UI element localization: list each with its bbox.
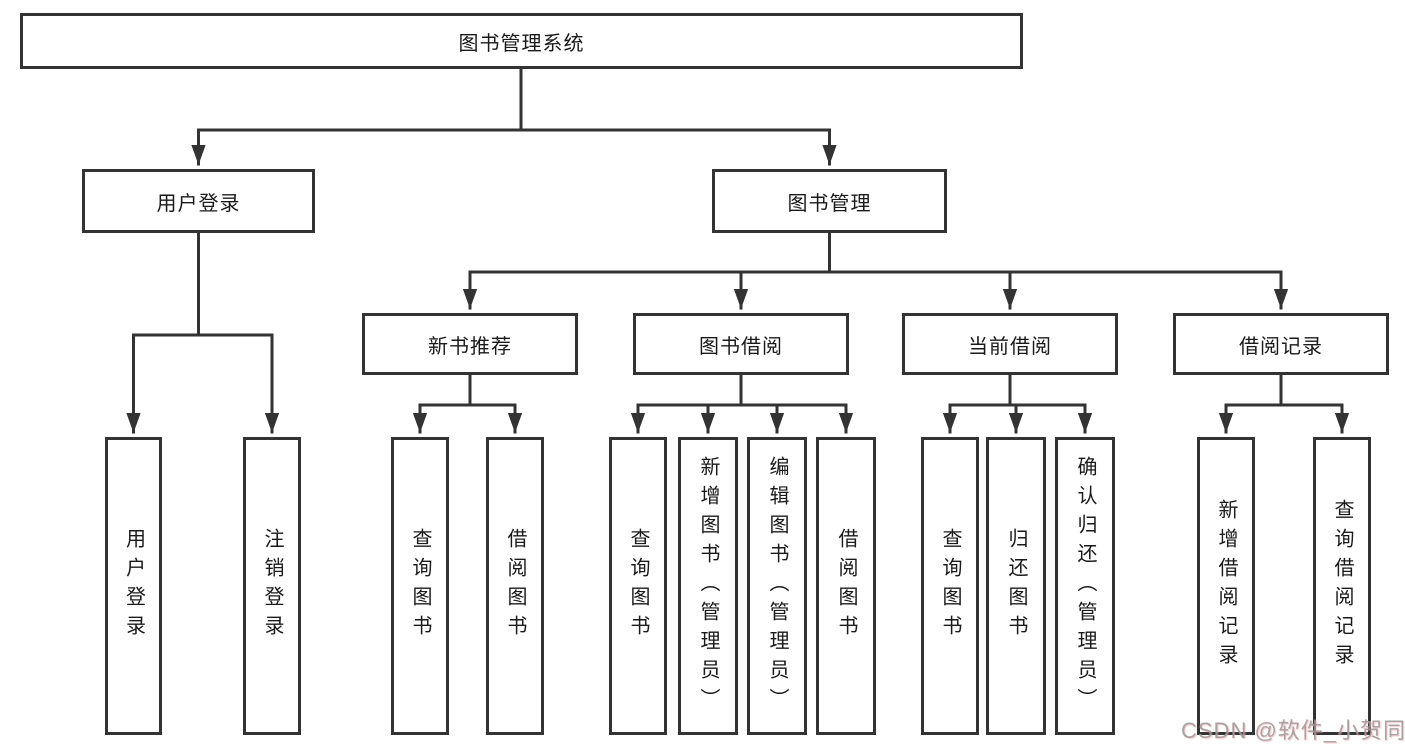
leaf-newrec-query-book-label: 查询图书 bbox=[409, 528, 431, 644]
node-new-book-recommend: 新书推荐 bbox=[362, 313, 578, 375]
leaf-edit-book-admin-label: 编辑图书（管理员） bbox=[766, 455, 788, 717]
leaf-add-book-admin: 新增图书（管理员） bbox=[678, 437, 738, 735]
leaf-current-query-book: 查询图书 bbox=[921, 437, 979, 735]
node-current-borrow: 当前借阅 bbox=[902, 313, 1118, 375]
leaf-query-borrow-record: 查询借阅记录 bbox=[1313, 437, 1371, 735]
node-book-borrow-label: 图书借阅 bbox=[699, 335, 783, 358]
leaf-logout-label: 注销登录 bbox=[261, 528, 283, 644]
node-book-management: 图书管理 bbox=[712, 169, 947, 233]
node-user-login: 用户登录 bbox=[82, 169, 315, 233]
leaf-logout: 注销登录 bbox=[243, 437, 301, 735]
node-book-borrow: 图书借阅 bbox=[633, 313, 849, 375]
leaf-add-book-admin-label: 新增图书（管理员） bbox=[697, 455, 719, 717]
leaf-return-book: 归还图书 bbox=[986, 437, 1046, 735]
node-book-management-label: 图书管理 bbox=[787, 192, 872, 215]
leaf-newrec-query-book: 查询图书 bbox=[391, 437, 449, 735]
leaf-newrec-borrow-book: 借阅图书 bbox=[486, 437, 544, 735]
leaf-current-query-book-label: 查询图书 bbox=[939, 528, 961, 644]
leaf-user-login-label: 用户登录 bbox=[122, 528, 145, 644]
node-root: 图书管理系统 bbox=[20, 13, 1023, 69]
leaf-confirm-return-admin-label: 确认归还（管理员） bbox=[1074, 455, 1096, 717]
node-user-login-label: 用户登录 bbox=[156, 192, 241, 215]
node-new-book-recommend-label: 新书推荐 bbox=[428, 335, 512, 358]
leaf-borrow-query-book: 查询图书 bbox=[609, 437, 667, 735]
leaf-return-book-label: 归还图书 bbox=[1005, 528, 1027, 644]
leaf-borrow-book: 借阅图书 bbox=[816, 437, 876, 735]
leaf-borrow-query-book-label: 查询图书 bbox=[627, 528, 649, 644]
leaf-edit-book-admin: 编辑图书（管理员） bbox=[747, 437, 807, 735]
node-root-label: 图书管理系统 bbox=[458, 32, 585, 55]
leaf-newrec-borrow-book-label: 借阅图书 bbox=[504, 528, 526, 644]
leaf-user-login: 用户登录 bbox=[105, 437, 162, 735]
node-borrow-records-label: 借阅记录 bbox=[1239, 335, 1323, 358]
leaf-add-borrow-record: 新增借阅记录 bbox=[1197, 437, 1255, 735]
leaf-confirm-return-admin: 确认归还（管理员） bbox=[1055, 437, 1115, 735]
node-current-borrow-label: 当前借阅 bbox=[968, 335, 1052, 358]
node-borrow-records: 借阅记录 bbox=[1173, 313, 1389, 375]
leaf-query-borrow-record-label: 查询借阅记录 bbox=[1331, 499, 1353, 673]
leaf-add-borrow-record-label: 新增借阅记录 bbox=[1215, 499, 1237, 673]
csdn-watermark: CSDN @软件_小贺同学 bbox=[1181, 718, 1405, 743]
leaf-borrow-book-label: 借阅图书 bbox=[835, 528, 857, 644]
